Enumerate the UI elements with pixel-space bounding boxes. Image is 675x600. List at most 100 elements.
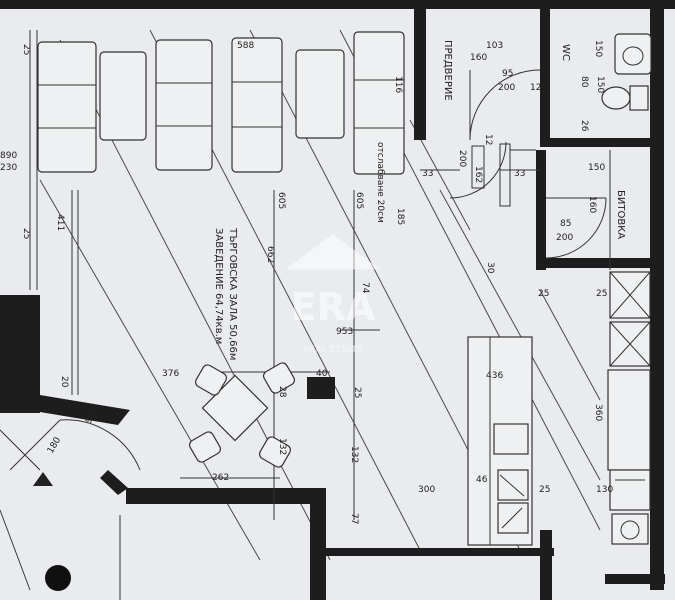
dim-label: 130 [596,485,613,495]
dim-label: 12 [483,134,493,145]
left-partition-lines [29,30,79,395]
watermark-tagline: REAL ESTATE [304,345,363,355]
dim-label: 162 [473,166,483,183]
dim-label: 40 [316,369,328,379]
label-anteroom: ПРЕДВЕРИЕ [442,40,453,101]
dim-label: 132 [349,446,359,463]
dim-label: 605 [354,192,364,209]
wall-left-lower [0,295,40,413]
table-2 [295,49,345,139]
dim-label: 28 [277,386,287,398]
dim-label: 890 [0,151,17,161]
dim-label: 662 [265,246,275,263]
dim-label: 33 [422,169,433,179]
fridge [607,369,651,471]
dim-label: 605 [276,192,286,209]
dim-label: 85 [560,219,571,229]
wall-bottom-left [126,488,326,504]
label-wc: WC [560,44,571,61]
dim-label: 185 [395,208,405,225]
dim-label: 74 [360,282,370,294]
dim-label: 160 [470,53,487,63]
dim-label: 200 [556,233,573,243]
right-storage [607,150,651,545]
wall-wc-bottom [540,138,650,147]
dim-label: 30 [485,262,495,274]
sofa-4 [353,31,405,175]
dim-label: 262 [212,473,229,483]
dim-label: 230 [0,163,17,173]
toilet-tank [629,85,649,111]
dim-label: 376 [162,369,179,379]
wall-bottom-right [326,548,554,556]
label-trade-hall: ТЪРГОВСКА ЗАЛА 50,66м [227,227,238,360]
dim-label: 25 [352,387,362,398]
table-1 [99,51,147,141]
toilet-icon [601,86,631,110]
dim-label: 25 [21,44,31,55]
entrance-door [59,419,141,471]
label-wall-note: отслабване 20см [375,142,385,223]
door-anteroom [469,69,541,141]
sofa-1 [37,41,97,173]
dim-label: 80 [579,76,589,88]
dim-label: 588 [237,41,254,51]
wall-wc-left [540,0,550,138]
dim-label: 25 [596,289,607,299]
dining-set [188,362,335,468]
dim-label: 33 [514,169,525,179]
dim-label: 77 [349,513,359,524]
dim-label: 200 [457,150,467,167]
cabinet [493,423,529,455]
oven [609,469,651,511]
dim-label: 411 [55,214,65,231]
dim-label: 150 [588,163,605,173]
sink [497,502,529,534]
dim-label: 25 [538,289,549,299]
wall-right [650,0,664,590]
dim-label: 300 [418,485,435,495]
watermark-logo: ERA [291,285,376,329]
dim-label: 25 [21,228,31,239]
dim-label: 12 [530,83,541,93]
wall-utility-left [536,150,546,270]
door-utility [545,197,607,259]
dim-label: 95 [502,69,513,79]
washer-drum-icon [620,520,640,540]
seating-row [37,31,405,175]
dim-label: 160 [587,196,597,213]
dim-label: 150 [595,76,605,93]
label-establishment: ЗАВЕДЕНИЕ 64,74кв.м [213,228,224,344]
wc-fixtures [601,33,652,111]
dim-label: 200 [498,83,515,93]
label-utility: БИТОВКА [615,190,626,239]
dim-label: 25 [539,485,550,495]
house-roof-icon [285,234,381,270]
dim-label: 360 [593,404,603,421]
dim-label: 20 [59,376,69,388]
kitchen-counter [467,336,533,546]
sofa-3 [231,37,283,173]
dim-label: 26 [579,120,589,132]
column [307,377,335,399]
entrance-arrow-icon [33,472,53,486]
dim-label: 436 [486,371,503,381]
wall-utility-bottom [536,258,650,268]
dim-label: 46 [476,475,488,485]
dim-label: 150 [593,40,603,57]
stove [497,469,529,501]
corridor-details [471,143,536,207]
sofa-2 [155,39,213,171]
dim-label: 116 [393,76,403,93]
dim-label: 103 [486,41,503,51]
drain-icon [45,565,71,591]
door-corridor [449,141,507,199]
doors [0,69,607,486]
era-watermark: ERA REAL ESTATE [285,234,381,355]
wall-anteroom-left [414,0,426,140]
washbasin [614,33,652,75]
dim-label: 953 [336,327,353,337]
dim-label: 132 [277,438,287,455]
